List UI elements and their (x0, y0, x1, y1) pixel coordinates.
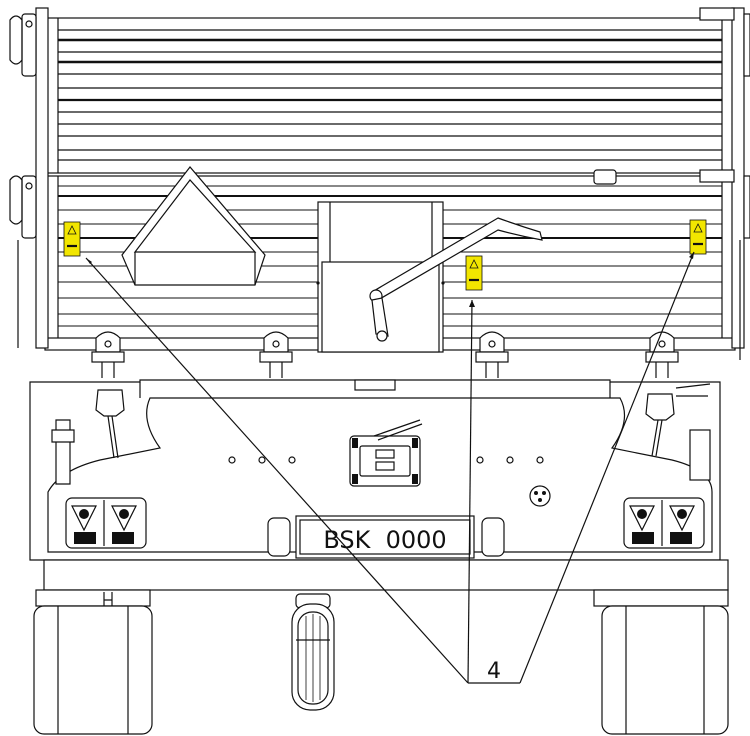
chassis-frame (29, 379, 729, 607)
hitch-coupling (349, 419, 423, 487)
power-socket (529, 485, 551, 507)
triangle-sign (121, 166, 266, 286)
tail-light-left (65, 497, 147, 549)
left-latch (51, 389, 125, 485)
side-board-hinges (91, 331, 679, 378)
right-corner-post (699, 7, 750, 360)
warning-label-left (63, 221, 81, 257)
tail-light-right (623, 497, 705, 549)
warning-label-right (689, 219, 707, 255)
bolt-holes (228, 456, 544, 464)
callout-number: 4 (487, 659, 501, 684)
support-jack-wheel (291, 593, 335, 711)
tipping-lever (369, 217, 543, 342)
warning-label-center (465, 255, 483, 291)
license-plate: BSK 0000 (267, 515, 505, 559)
plate-text: BSK 0000 (323, 526, 446, 554)
rear-wheel-right (601, 605, 729, 735)
rear-wheel-left (33, 592, 153, 735)
callout-leaders (85, 251, 695, 684)
upper-side-board (44, 17, 736, 174)
right-latch (645, 383, 711, 481)
left-corner-post (9, 7, 49, 349)
